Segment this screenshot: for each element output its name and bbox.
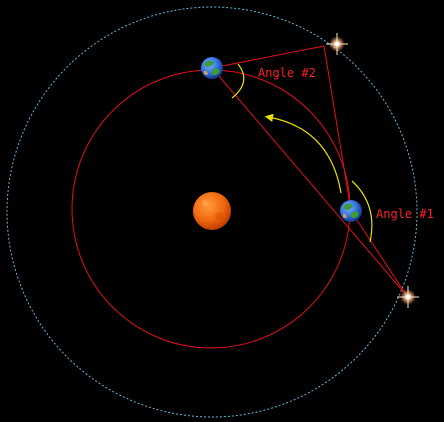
sight-line-earth2-planet2 [211,45,325,69]
sparkle-star-icon [326,33,348,55]
sight-line-earth1-planet2 [323,45,352,212]
sun-icon [193,192,231,230]
sight-line-earth2-planet1 [211,67,408,297]
earth-icon [340,200,362,222]
angle-arc-1 [351,180,373,243]
angle-2-label: Angle #2 [258,66,316,80]
outer-orbit [6,6,418,418]
sight-line-earth1-planet1 [350,210,408,297]
angle-1-label: Angle #1 [376,207,434,221]
angle-arc-2 [231,63,245,99]
sparkle-star-icon [397,286,419,308]
sight-lines [211,45,408,297]
earth-icon [201,57,223,79]
orbit-direction-arrow [264,113,342,194]
